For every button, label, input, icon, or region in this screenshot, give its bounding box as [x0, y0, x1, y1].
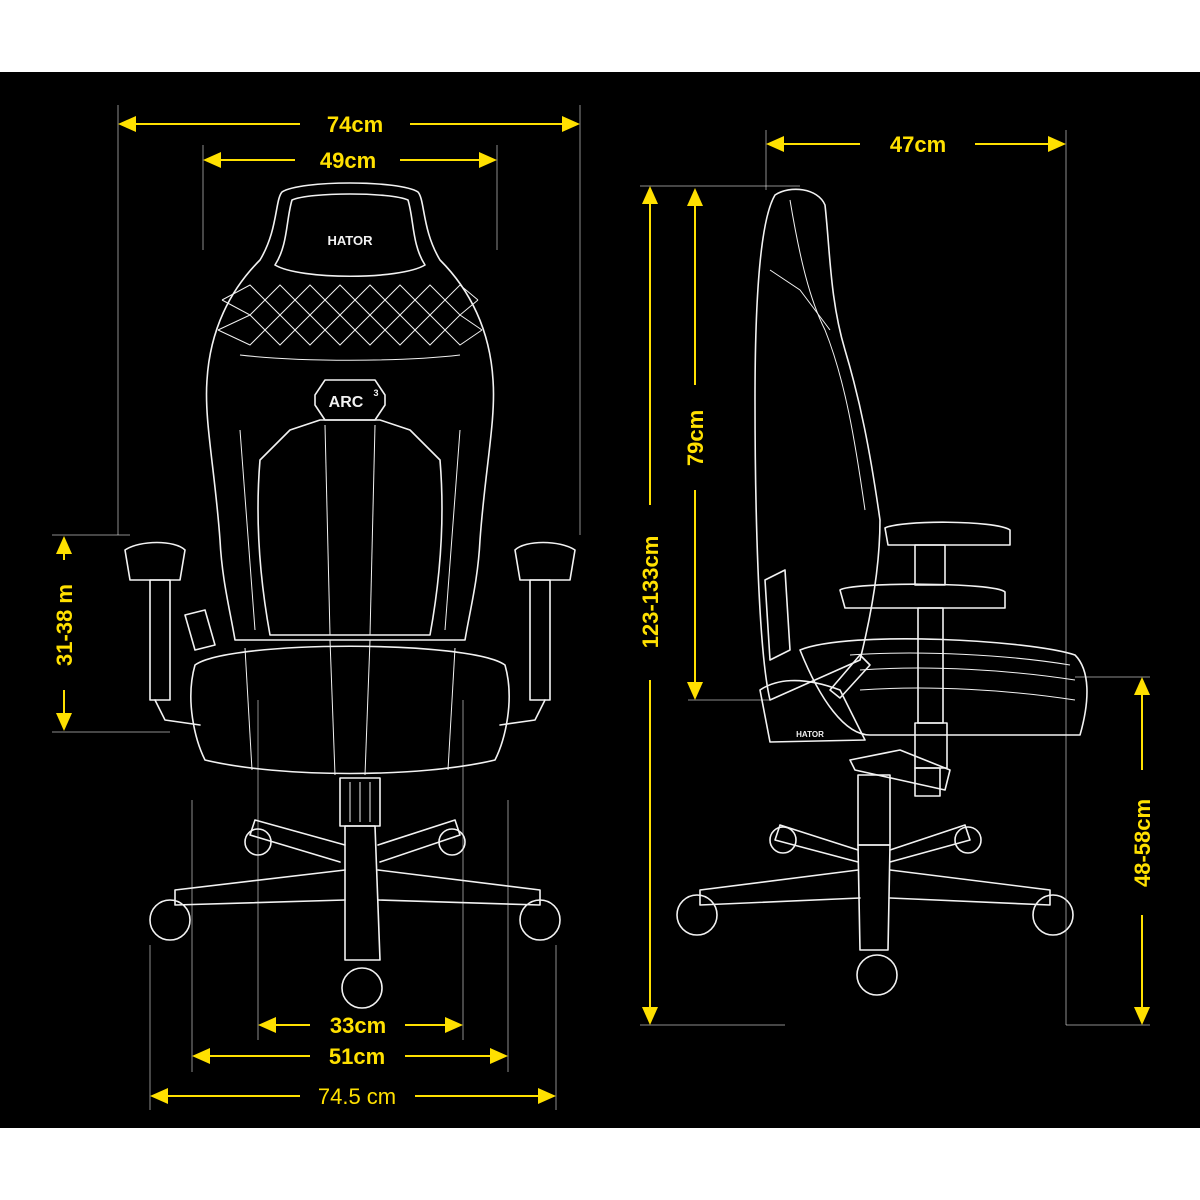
dim-seat-width — [192, 1048, 508, 1064]
label-side-depth: 47cm — [890, 132, 946, 157]
label-seat-height: 48-58cm — [1130, 799, 1155, 887]
label-backrest-height: 79cm — [683, 410, 708, 466]
side-brand-logo: HATOR — [796, 730, 824, 739]
dim-base-width — [150, 1088, 556, 1104]
dim-backrest-height — [687, 188, 703, 700]
backrest-badge-superscript: 3 — [373, 388, 378, 398]
dim-total-height — [642, 186, 658, 1025]
dim-side-depth — [766, 136, 1066, 152]
label-front-total-width: 74cm — [327, 112, 383, 137]
label-base-width: 74.5 cm — [318, 1084, 396, 1109]
dim-seat-height — [1134, 677, 1150, 1025]
dim-seat-depth-front — [258, 1017, 463, 1033]
extension-lines — [52, 105, 1150, 1110]
label-seat-depth-front: 33cm — [330, 1013, 386, 1038]
backrest-badge: ARC — [329, 394, 364, 411]
front-view-chair: HATOR ARC 3 — [124, 182, 576, 1009]
label-seat-width: 51cm — [329, 1044, 385, 1069]
side-view-chair: HATOR — [676, 188, 1088, 996]
diagram-background — [0, 72, 1200, 1128]
dim-backrest-width — [203, 152, 497, 168]
label-backrest-width: 49cm — [320, 148, 376, 173]
front-brand-logo: HATOR — [327, 233, 373, 248]
dim-front-total-width — [118, 116, 580, 132]
dim-armrest-height — [56, 536, 72, 731]
label-total-height: 123-133cm — [638, 536, 663, 649]
label-armrest-height: 31-38 m — [52, 584, 77, 666]
